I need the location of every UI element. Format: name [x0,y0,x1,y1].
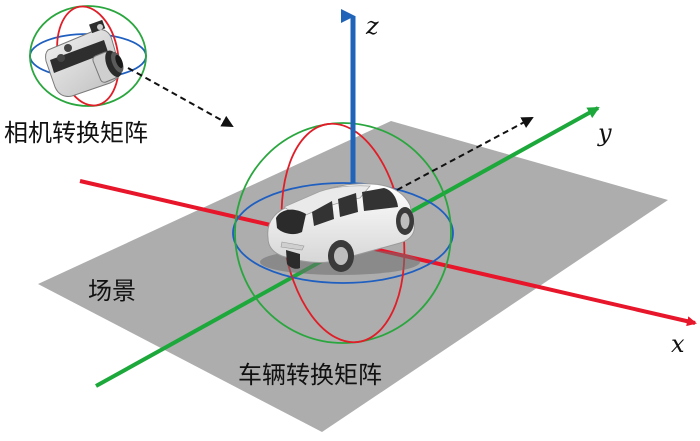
z-axis-label: z [365,12,379,40]
scene-label: 场景 [88,277,136,305]
ground-plane [38,121,668,432]
car-icon [260,183,420,275]
vehicle-matrix-label: 车辆转换矩阵 [238,361,382,389]
camera-transform-arrow [127,67,234,127]
y-axis-label: y [597,119,612,147]
camera-ring-green [29,5,147,107]
vehicle-ring-green [234,122,452,344]
camera-icon [45,19,124,97]
vehicle-ring-blue [232,182,454,284]
camera-matrix-label: 相机转换矩阵 [4,119,148,147]
x-axis-label: x [671,330,685,358]
vehicle-transform-arrow [396,117,534,191]
